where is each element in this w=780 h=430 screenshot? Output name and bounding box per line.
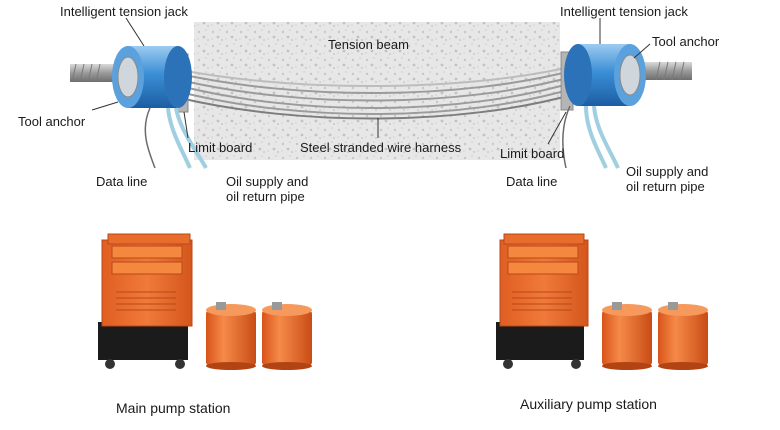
- right-tension-jack: [564, 44, 646, 106]
- main-cylinder-2: [262, 302, 312, 370]
- label-limit-board-right: Limit board: [500, 146, 564, 161]
- label-oil-pipe-right: Oil supply and oil return pipe: [626, 164, 708, 194]
- right-oil-pipe: [586, 106, 618, 168]
- label-data-line-left: Data line: [96, 174, 147, 189]
- main-cylinder-1: [206, 302, 256, 370]
- label-data-line-right: Data line: [506, 174, 557, 189]
- label-strand-harness: Steel stranded wire harness: [300, 140, 461, 155]
- left-tension-jack: [112, 46, 192, 108]
- caption-auxiliary-pump-station: Auxiliary pump station: [520, 396, 657, 412]
- label-jack-right: Intelligent tension jack: [560, 4, 688, 19]
- label-tension-beam: Tension beam: [328, 37, 409, 52]
- label-oil-pipe-left: Oil supply and oil return pipe: [226, 174, 308, 204]
- caption-main-pump-station: Main pump station: [116, 400, 230, 416]
- aux-cylinder-2: [658, 302, 708, 370]
- auxiliary-pump-station-unit: [496, 234, 588, 369]
- left-data-line: [145, 108, 155, 168]
- label-limit-board-left: Limit board: [188, 140, 252, 155]
- aux-cylinder-1: [602, 302, 652, 370]
- label-tool-anchor-left: Tool anchor: [18, 114, 85, 129]
- label-tool-anchor-right: Tool anchor: [652, 34, 719, 49]
- label-jack-left: Intelligent tension jack: [60, 4, 188, 19]
- main-pump-station-unit: [98, 234, 192, 369]
